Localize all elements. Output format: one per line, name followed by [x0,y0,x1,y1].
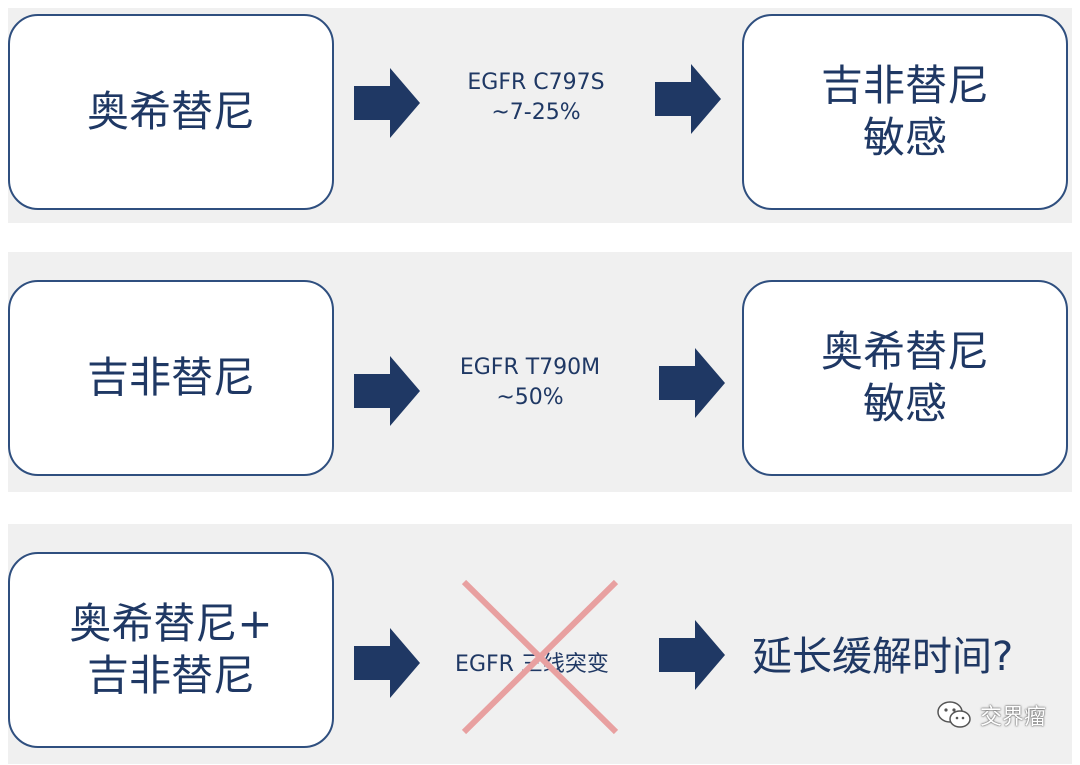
row2-right-label: 奥希替尼 敏感 [820,327,989,428]
row3-left-box: 奥希替尼+ 吉非替尼 [8,552,334,748]
row2-mutation-label: EGFR T790M ~50% [459,355,601,410]
watermark-text: 交界瘤 [979,705,1046,730]
row1-arrow-left-icon [354,68,420,138]
row1-right-box: 吉非替尼 敏感 [742,14,1068,210]
row2-arrow-left-icon [354,356,420,426]
row1-mutation-label: EGFR C797S ~7-25% [467,70,605,125]
row3-left-label: 奥希替尼+ 吉非替尼 [69,599,273,700]
row2-arrow-right-icon [659,348,725,418]
cross-mark-icon [461,579,619,735]
row3-arrow-left-icon [354,628,420,698]
row1-arrow-right-icon [655,64,721,134]
row2-left-label: 吉非替尼 [86,353,255,402]
row2-left-box: 吉非替尼 [8,280,334,476]
row3-result-label: 延长缓解时间? [752,634,1014,680]
row3-arrow-right-icon [659,620,725,690]
watermark: 交界瘤 [936,699,1046,731]
row2-right-box: 奥希替尼 敏感 [742,280,1068,476]
row1-left-label: 奥希替尼 [86,87,255,136]
wechat-icon [937,701,971,728]
row1-right-label: 吉非替尼 敏感 [820,61,989,162]
row1-left-box: 奥希替尼 [8,14,334,210]
